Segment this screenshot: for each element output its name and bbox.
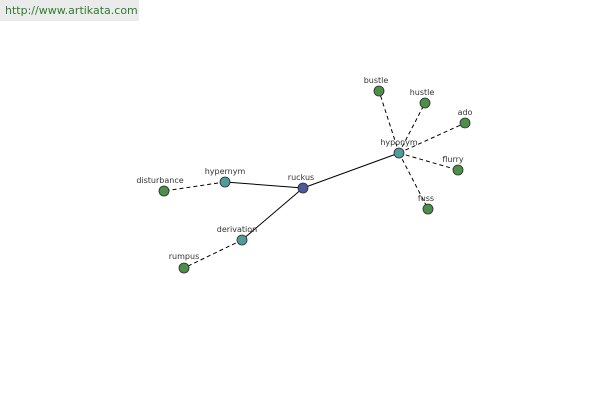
edge-ruckus-derivation bbox=[241, 187, 304, 241]
node-fuss[interactable]: fuss bbox=[418, 194, 434, 215]
node-label-hustle: hustle bbox=[410, 88, 435, 97]
node-label-hyponym: hyponym bbox=[380, 138, 418, 147]
node-circle-hustle[interactable] bbox=[419, 97, 431, 109]
edge-ruckus-hyponym bbox=[302, 152, 400, 189]
graph-nodes: ruckus hypernym hyponym derivation disturban… bbox=[136, 76, 473, 274]
node-derivation[interactable]: derivation bbox=[217, 225, 257, 246]
node-circle-rumpus[interactable] bbox=[178, 262, 190, 274]
edge-hyponym-bustle bbox=[378, 90, 400, 154]
edge-hyponym-hustle bbox=[398, 102, 426, 154]
node-circle-disturbance[interactable] bbox=[158, 185, 170, 197]
node-flurry[interactable]: flurry bbox=[442, 155, 464, 176]
node-circle-bustle[interactable] bbox=[373, 85, 385, 97]
node-label-disturbance: disturbance bbox=[136, 176, 183, 185]
edge-hyponym-fuss bbox=[398, 152, 429, 210]
edge-hyponym-flurry bbox=[398, 152, 459, 171]
node-ado[interactable]: ado bbox=[458, 108, 473, 129]
node-label-bustle: bustle bbox=[364, 76, 389, 85]
node-ruckus[interactable]: ruckus bbox=[288, 173, 314, 194]
node-disturbance[interactable]: disturbance bbox=[136, 176, 184, 197]
node-rumpus[interactable]: rumpus bbox=[169, 252, 199, 274]
node-circle-hypernym[interactable] bbox=[219, 176, 231, 188]
node-bustle[interactable]: bustle bbox=[364, 76, 389, 97]
graph-edges bbox=[163, 90, 466, 269]
node-circle-hyponym[interactable] bbox=[393, 147, 405, 159]
node-hustle[interactable]: hustle bbox=[410, 88, 435, 109]
edge-hyponym-ado bbox=[398, 122, 466, 154]
edge-derivation-rumpus bbox=[183, 239, 243, 269]
node-circle-ado[interactable] bbox=[459, 117, 471, 129]
edge-hypernym-disturbance bbox=[163, 181, 226, 192]
node-label-rumpus: rumpus bbox=[169, 252, 199, 261]
node-label-ado: ado bbox=[458, 108, 473, 117]
node-circle-derivation[interactable] bbox=[236, 234, 248, 246]
node-circle-fuss[interactable] bbox=[422, 203, 434, 215]
node-circle-flurry[interactable] bbox=[452, 164, 464, 176]
node-label-fuss: fuss bbox=[418, 194, 434, 203]
node-hypernym[interactable]: hypernym bbox=[205, 167, 246, 188]
node-label-flurry: flurry bbox=[442, 155, 464, 164]
node-label-ruckus: ruckus bbox=[288, 173, 314, 182]
node-label-derivation: derivation bbox=[217, 225, 257, 234]
edge-ruckus-hypernym bbox=[224, 181, 304, 189]
node-hyponym[interactable]: hyponym bbox=[380, 138, 418, 159]
node-label-hypernym: hypernym bbox=[205, 167, 246, 176]
watermark-url: http://www.artikata.com bbox=[0, 0, 139, 21]
node-circle-ruckus[interactable] bbox=[297, 182, 309, 194]
